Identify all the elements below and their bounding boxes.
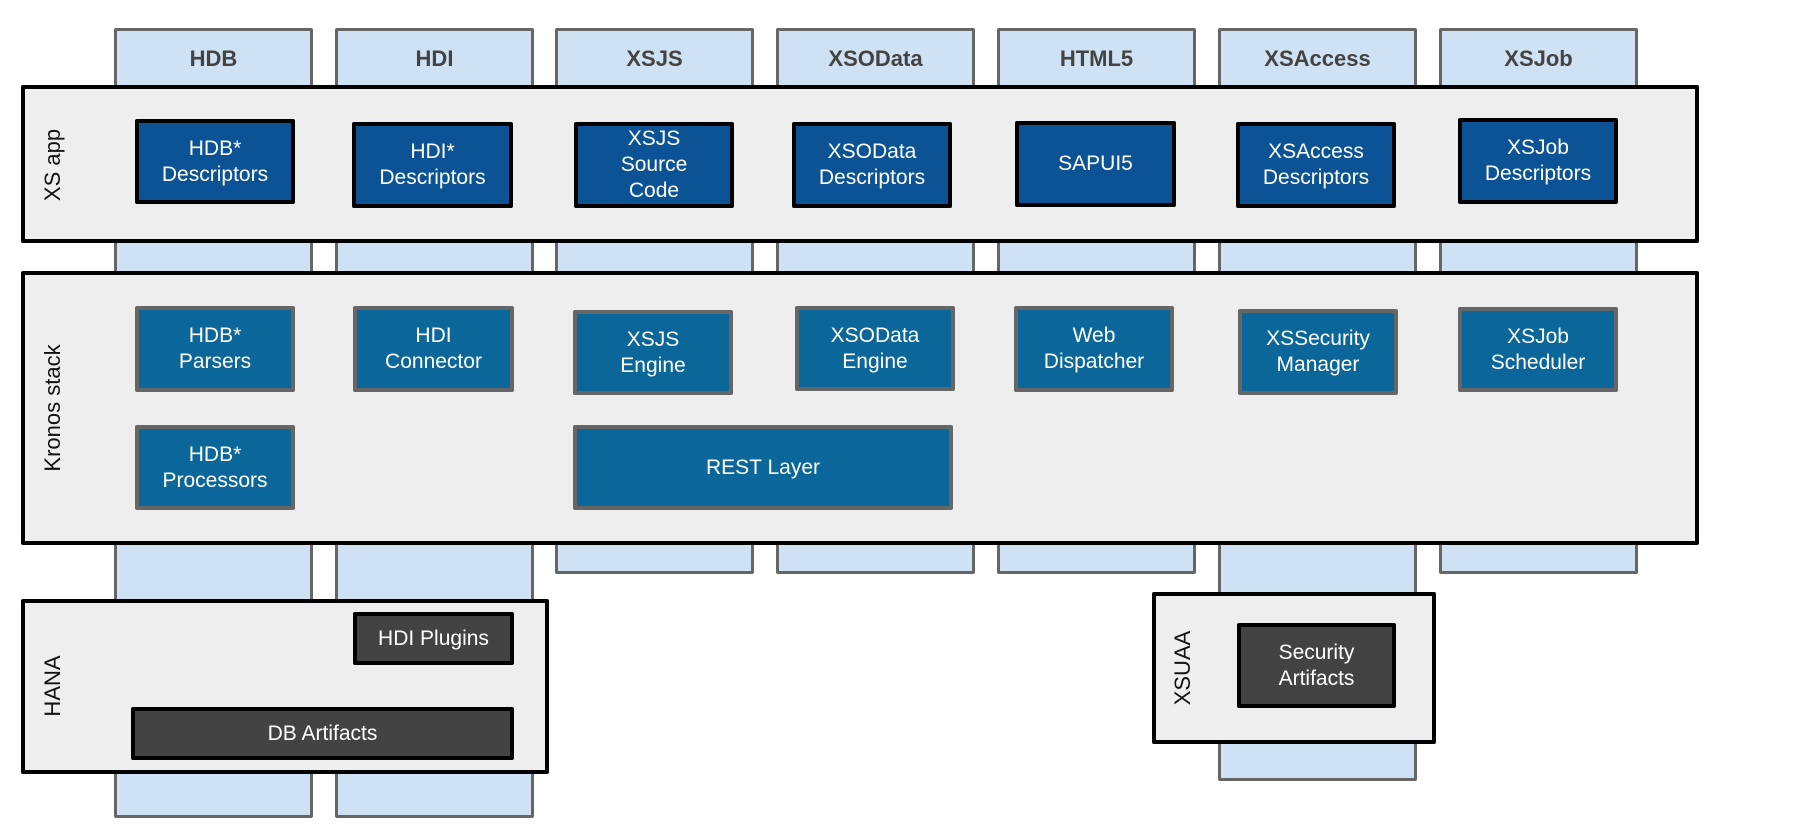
box-rest-layer[interactable]: REST Layer: [573, 425, 953, 510]
box-hdb-processors[interactable]: HDB* Processors: [135, 425, 295, 510]
column-label-xsjob: XSJob: [1504, 45, 1573, 71]
column-label-xsodata: XSOData: [828, 45, 923, 71]
box-hdi-connector[interactable]: HDI Connector: [353, 306, 514, 392]
box-hdb-parsers[interactable]: HDB* Parsers: [135, 306, 295, 392]
box-xsjs-source-code[interactable]: XSJS Source Code: [574, 122, 734, 208]
box-hdi-plugins[interactable]: HDI Plugins: [353, 612, 514, 665]
box-hdi-descriptors[interactable]: HDI* Descriptors: [352, 122, 513, 208]
column-label-xsjs: XSJS: [626, 45, 683, 71]
box-xsodata-descriptors[interactable]: XSOData Descriptors: [792, 122, 952, 208]
layer-label-kronos-stack: Kronos stack: [40, 344, 65, 472]
column-label-hdi: HDI: [415, 45, 454, 71]
box-xsjob-scheduler[interactable]: XSJob Scheduler: [1458, 307, 1618, 392]
column-label-xsaccess: XSAccess: [1264, 45, 1371, 71]
column-label-html5: HTML5: [1059, 45, 1134, 71]
box-web-dispatcher[interactable]: Web Dispatcher: [1014, 306, 1174, 392]
layer-label-hana: HANA: [40, 655, 65, 717]
box-xssecurity-manager[interactable]: XSSecurity Manager: [1238, 309, 1398, 395]
layer-label-xs-app: XS app: [40, 128, 65, 202]
box-hdb-descriptors[interactable]: HDB* Descriptors: [135, 119, 295, 204]
column-label-hdb: HDB: [189, 45, 238, 71]
box-xsodata-engine[interactable]: XSOData Engine: [795, 306, 955, 391]
box-xsjob-descriptors[interactable]: XSJob Descriptors: [1458, 118, 1618, 204]
box-db-artifacts[interactable]: DB Artifacts: [131, 707, 514, 760]
box-xsaccess-descriptors[interactable]: XSAccess Descriptors: [1236, 122, 1396, 208]
box-xsjs-engine[interactable]: XSJS Engine: [573, 310, 733, 395]
layer-label-xsuaa: XSUAA: [1170, 630, 1195, 706]
box-security-artifacts[interactable]: Security Artifacts: [1237, 623, 1396, 708]
box-sapui5[interactable]: SAPUI5: [1015, 121, 1176, 207]
